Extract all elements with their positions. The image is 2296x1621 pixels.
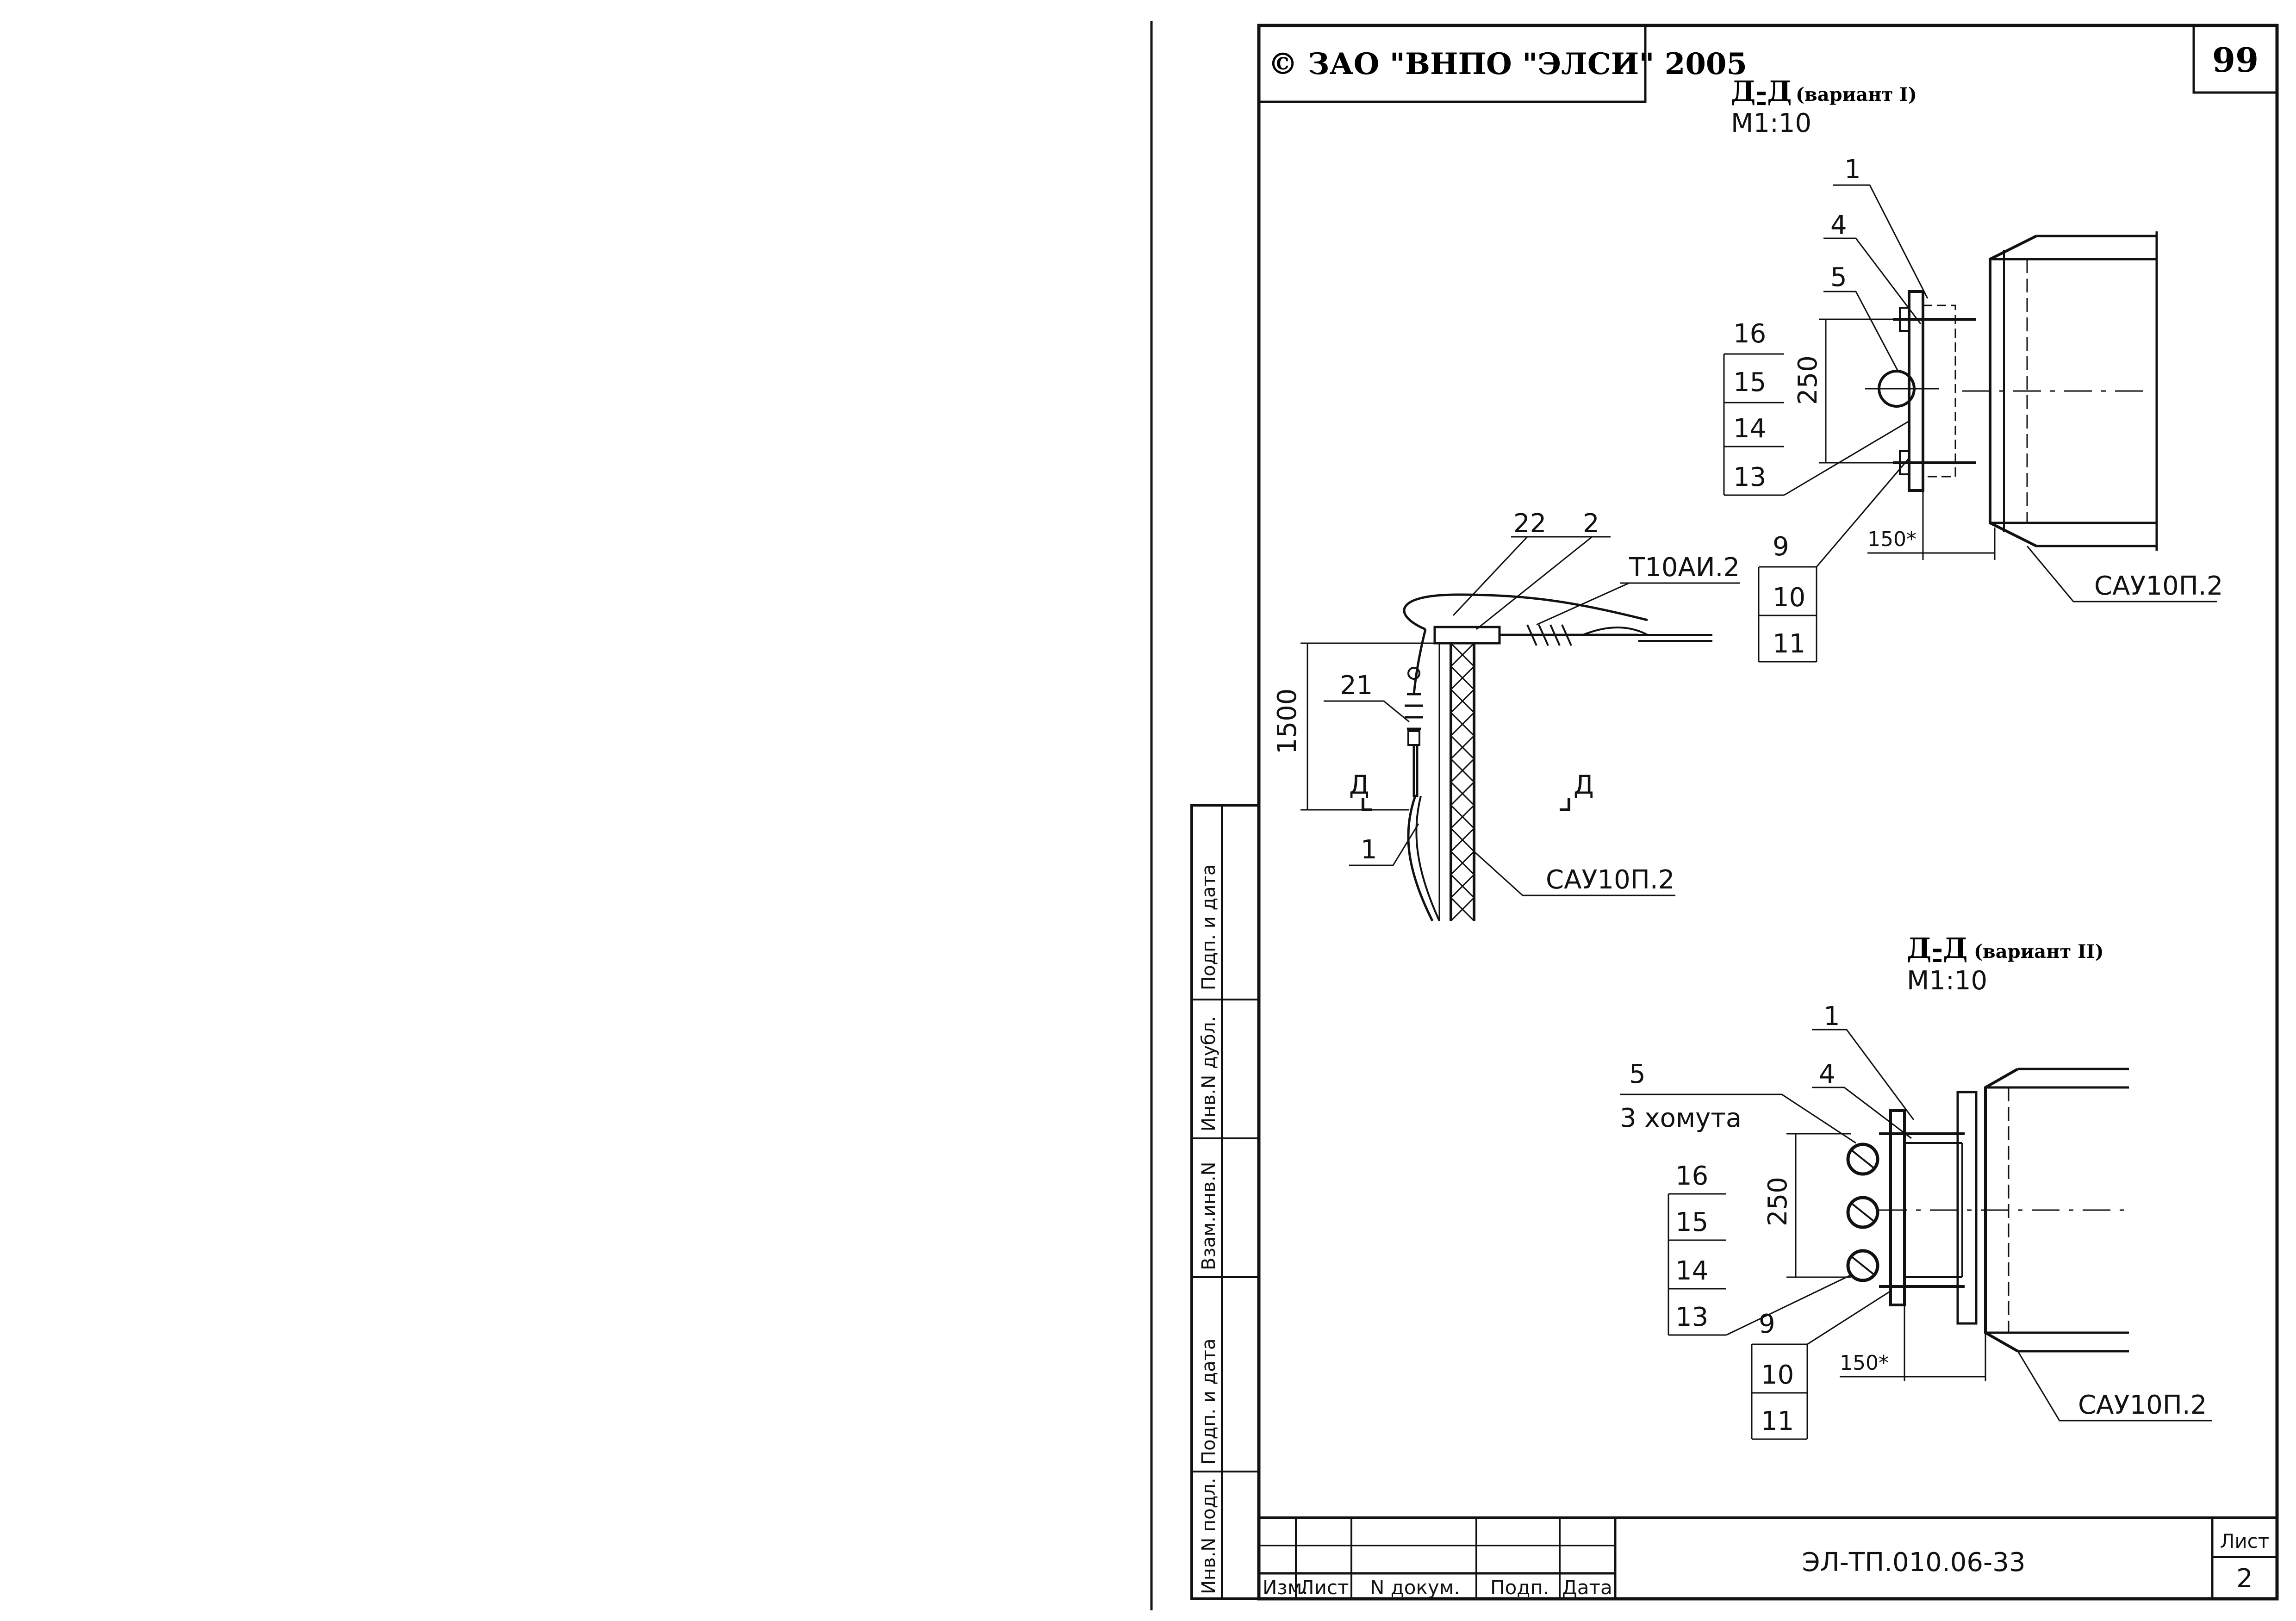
elev-ref: САУ10П.2	[1546, 865, 1674, 895]
s2-clamp-note: 3 хомута	[1620, 1103, 1742, 1133]
s2-callout-1: 1	[1823, 1001, 1840, 1031]
s1-ref: САУ10П.2	[2094, 571, 2223, 601]
svg-text:10: 10	[1761, 1360, 1794, 1390]
s2-callout-4: 4	[1819, 1059, 1836, 1089]
svg-text:14: 14	[1675, 1256, 1708, 1286]
copyright-box: © ЗАО "ВНПО "ЭЛСИ" 2005	[1259, 25, 1747, 103]
svg-text:Инв.N дубл.: Инв.N дубл.	[1198, 1016, 1220, 1131]
section2-title: Д-Д	[1907, 932, 1968, 965]
svg-text:Взам.инв.N: Взам.инв.N	[1198, 1162, 1220, 1270]
section-variant-2: Д-Д (вариант II) М1:10 1 4 5 3 хомута	[1620, 932, 2212, 1440]
elev-section-mark-right: Д	[1574, 770, 1594, 800]
s1-callout-stack-13-16: 16 15 14 13	[1723, 319, 1910, 496]
s1-callout-4: 4	[1830, 210, 1847, 240]
page-number-box: 99	[2192, 25, 2277, 94]
section1-variant: (вариант I)	[1796, 84, 1917, 106]
svg-text:10: 10	[1773, 583, 1805, 613]
title-block: Изм. Лист N докум. Подп. Дата ЭЛ-ТП.010.…	[1259, 1516, 2277, 1599]
designation: ЭЛ-ТП.010.06-33	[1802, 1547, 2026, 1578]
section-variant-1: Д-Д (вариант I) М1:10 1 4 5	[1723, 75, 2223, 663]
svg-text:11: 11	[1761, 1406, 1794, 1436]
s2-callout-stack-9-11: 9 10 11	[1751, 1290, 1891, 1440]
svg-text:13: 13	[1733, 462, 1766, 492]
svg-text:15: 15	[1733, 367, 1766, 397]
side-stamp: Подп. и дата Инв.N дубл. Взам.инв.N Подп…	[1190, 804, 1260, 1600]
s2-callout-5: 5	[1629, 1059, 1646, 1089]
sheet-label: Лист	[2220, 1530, 2269, 1553]
svg-text:15: 15	[1675, 1207, 1708, 1237]
elev-section-mark-left: Д	[1349, 770, 1369, 800]
section1-scale: М1:10	[1731, 108, 1811, 138]
section1-title: Д-Д	[1731, 75, 1792, 108]
svg-text:Лист: Лист	[1300, 1576, 1349, 1599]
page-number: 99	[2212, 40, 2259, 80]
svg-text:11: 11	[1773, 629, 1805, 659]
svg-text:Изм.: Изм.	[1263, 1576, 1308, 1599]
s1-callout-stack-9-11: 9 10 11	[1758, 458, 1910, 663]
svg-text:Дата: Дата	[1562, 1576, 1612, 1599]
svg-text:13: 13	[1675, 1302, 1708, 1332]
s2-ref: САУ10П.2	[2078, 1390, 2207, 1420]
svg-text:N докум.: N докум.	[1370, 1576, 1460, 1599]
elev-dim-height: 1500	[1272, 688, 1302, 754]
s1-callout-1: 1	[1844, 155, 1861, 185]
elev-callout-21: 21	[1340, 671, 1373, 701]
sheet-number: 2	[2236, 1564, 2253, 1594]
svg-text:16: 16	[1733, 319, 1766, 349]
s1-dim-width: 150*	[1867, 528, 1916, 551]
s1-callout-5: 5	[1830, 262, 1847, 292]
copyright-text: © ЗАО "ВНПО "ЭЛСИ" 2005	[1268, 47, 1747, 81]
svg-text:14: 14	[1733, 414, 1766, 444]
section2-scale: М1:10	[1907, 966, 1987, 996]
s1-dim-height: 250	[1793, 355, 1823, 405]
svg-text:Подп. и дата: Подп. и дата	[1198, 864, 1220, 990]
svg-text:Подп.: Подп.	[1490, 1576, 1549, 1599]
svg-text:Инв.N подл.: Инв.N подл.	[1198, 1478, 1220, 1594]
svg-text:9: 9	[1759, 1309, 1775, 1339]
svg-text:Подп. и дата: Подп. и дата	[1198, 1339, 1220, 1465]
elev-callout-22: 22	[1513, 509, 1546, 539]
s2-callout-stack-13-16: 16 15 14 13	[1668, 1161, 1852, 1336]
section2-variant: (вариант II)	[1974, 941, 2104, 963]
s2-dim-height: 250	[1763, 1177, 1793, 1226]
svg-text:16: 16	[1675, 1161, 1708, 1191]
s2-dim-width: 150*	[1840, 1351, 1889, 1375]
elev-callout-2: 2	[1583, 509, 1599, 539]
svg-text:9: 9	[1773, 532, 1789, 562]
elevation-view: 1500 Д Д 22 2 Т10АИ.2 21 1 САУ10П.2	[1272, 509, 1740, 922]
elev-callout-1: 1	[1361, 835, 1377, 865]
elev-insulator-label: Т10АИ.2	[1629, 553, 1740, 583]
